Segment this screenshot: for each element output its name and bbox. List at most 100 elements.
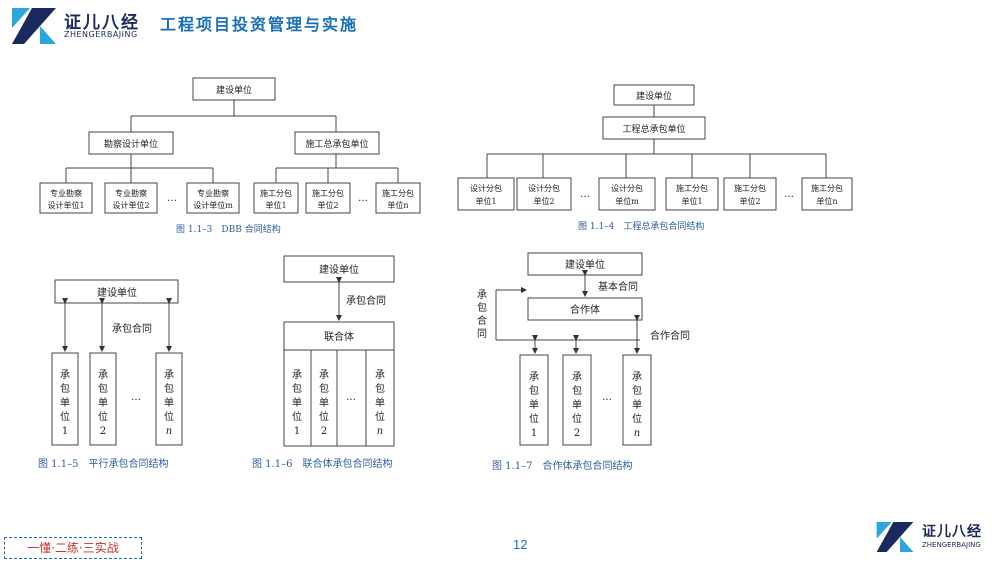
- fig3-ellipsis-2: …: [358, 193, 368, 204]
- fig3-survey-subunit-3: 设计单位m: [193, 200, 233, 210]
- fig4-construction-subunit-1: 单位1: [681, 196, 702, 206]
- fig5-ellipsis: …: [131, 392, 141, 403]
- fig5-contract-label: 承包合同: [112, 322, 152, 335]
- fig4-design-subunit-1: 单位1: [475, 196, 496, 206]
- fig6-member-1: 包: [292, 382, 302, 395]
- fig5-contractor-2: 2: [100, 426, 106, 437]
- fig6-member-2: 承: [319, 369, 329, 381]
- fig5-contractor-1: 位: [60, 410, 70, 423]
- figure-dbb: [39, 77, 421, 214]
- fig4-ellipsis-2: …: [784, 189, 794, 200]
- fig7-contractor-3: 承: [632, 371, 642, 383]
- fig5-contractor-1: 包: [60, 382, 70, 395]
- fig7-root: 建设单位: [565, 258, 605, 271]
- fig6-member-1: 位: [292, 410, 302, 423]
- fig6-caption: 图 1.1–6 联合体承包合同结构: [252, 457, 392, 470]
- fig3-construction-subunit-2: 单位2: [317, 200, 338, 210]
- fig5-contractor-3: 承: [164, 369, 174, 381]
- fig4-construction-subunit-3: 单位n: [816, 196, 837, 206]
- fig5-contractor-2: 位: [98, 410, 108, 423]
- fig7-contractor-1: 位: [529, 412, 539, 425]
- fig7-left-contract-label-1: 承: [477, 289, 487, 301]
- fig5-contractor-3: 单: [164, 397, 174, 409]
- figure-gc: [457, 84, 853, 211]
- fig5-caption: 图 1.1–5 平行承包合同结构: [38, 457, 168, 470]
- fig6-member-3: 包: [375, 382, 385, 395]
- logo-mark-icon: [12, 8, 56, 44]
- fig4-caption: 图 1.1–4 工程总承包合同结构: [578, 220, 704, 232]
- fig5-contractor-1: 单: [60, 397, 70, 409]
- fig5-contractor-2: 单: [98, 397, 108, 409]
- fig6-member-2: 单: [319, 397, 329, 409]
- fig7-contractor-2: 包: [572, 384, 582, 397]
- fig6-member-3: 单: [375, 397, 385, 409]
- fig7-contractor-3: 单: [632, 399, 642, 411]
- fig5-contractor-3: 包: [164, 382, 174, 395]
- fig7-contractor-3: 位: [632, 412, 642, 425]
- fig3-caption: 图 1.1–3 DBB 合同结构: [176, 223, 281, 235]
- fig4-construction-subunit-3: 施工分包: [811, 183, 843, 193]
- footer-brand-subtitle: ZHENGERBAJING: [922, 541, 981, 549]
- fig4-design-subunit-2: 设计分包: [528, 183, 560, 193]
- fig4-construction-subunit-2: 单位2: [739, 196, 760, 206]
- fig4-construction-subunit-1: 施工分包: [676, 183, 708, 193]
- fig5-contractor-2: 承: [98, 369, 108, 381]
- fig7-left-contract-label-1: 同: [477, 328, 487, 340]
- fig4-ellipsis-1: …: [580, 189, 590, 200]
- fig7-contractor-3: 包: [632, 384, 642, 397]
- fig6-member-2: 2: [321, 426, 327, 437]
- fig3-survey-subunit-1: 专业勘察: [50, 188, 82, 198]
- footer-brand-name: 证儿八经: [922, 524, 982, 540]
- brand-name: 证儿八经: [64, 13, 140, 33]
- fig3-root: 建设单位: [216, 84, 252, 96]
- fig6-contract-label: 承包合同: [346, 294, 386, 307]
- fig5-contractor-1: 承: [60, 369, 70, 381]
- fig7-left-contract-label-1: 合: [477, 314, 487, 327]
- fig7-contractor-2: 单: [572, 399, 582, 411]
- fig4-design-subunit-2: 单位2: [533, 196, 554, 206]
- fig7-caption: 图 1.1–7 合作体承包合同结构: [492, 459, 632, 472]
- fig6-member-2: 包: [319, 382, 329, 395]
- fig7-contractor-1: 承: [529, 371, 539, 383]
- fig7-basic-contract: 基本合同: [598, 280, 638, 293]
- page-title: 工程项目投资管理与实施: [160, 15, 359, 34]
- fig3-survey-subunit-1: 设计单位1: [47, 200, 84, 210]
- fig6-ellipsis: …: [346, 392, 356, 403]
- fig7-contractor-1: 包: [529, 384, 539, 397]
- fig5-contractor-3: n: [166, 426, 172, 437]
- fig4-design-subunit-1: 设计分包: [470, 183, 502, 193]
- fig5-contractor-3: 位: [164, 410, 174, 423]
- fig7-contractor-1: 1: [531, 428, 537, 439]
- fig3-ellipsis-1: …: [167, 193, 177, 204]
- fig6-member-1: 1: [294, 426, 300, 437]
- fig3-survey-subunit-2: 设计单位2: [112, 200, 149, 210]
- figure-parallel: [51, 279, 183, 446]
- fig3-construction-subunit-3: 单位n: [387, 200, 408, 210]
- fig4-design-subunit-3: 设计分包: [611, 183, 643, 193]
- fig3-construction-subunit-1: 单位1: [265, 200, 286, 210]
- fig6-member-1: 承: [292, 369, 302, 381]
- fig7-cooperative: 合作体: [570, 303, 600, 316]
- fig6-member-3: 位: [375, 410, 385, 423]
- fig4-general-contractor: 工程总承包单位: [622, 123, 685, 135]
- fig3-construction-subunit-2: 施工分包: [312, 188, 344, 198]
- footer-logo-icon: [876, 522, 914, 552]
- fig7-contractor-1: 单: [529, 399, 539, 411]
- fig5-contractor-2: 包: [98, 382, 108, 395]
- fig7-ellipsis: …: [602, 392, 612, 403]
- figure-cooperative: [495, 252, 652, 446]
- fig3-survey-subunit-3: 专业勘察: [197, 188, 229, 198]
- fig4-construction-subunit-2: 施工分包: [734, 183, 766, 193]
- fig5-contractor-1: 1: [62, 426, 68, 437]
- fig6-member-3: 承: [375, 369, 385, 381]
- fig6-member-3: n: [377, 426, 383, 437]
- fig3-survey-subunit-2: 专业勘察: [115, 188, 147, 198]
- fig7-left-contract-label-1: 包: [477, 301, 487, 314]
- fig6-root: 建设单位: [319, 263, 359, 276]
- fig3-construction-subunit-1: 施工分包: [260, 188, 292, 198]
- fig7-contractor-2: 2: [574, 428, 580, 439]
- fig6-joint-venture: 联合体: [324, 330, 354, 343]
- fig4-design-subunit-3: 单位m: [615, 196, 639, 206]
- fig3-construction-unit: 施工总承包单位: [305, 138, 368, 150]
